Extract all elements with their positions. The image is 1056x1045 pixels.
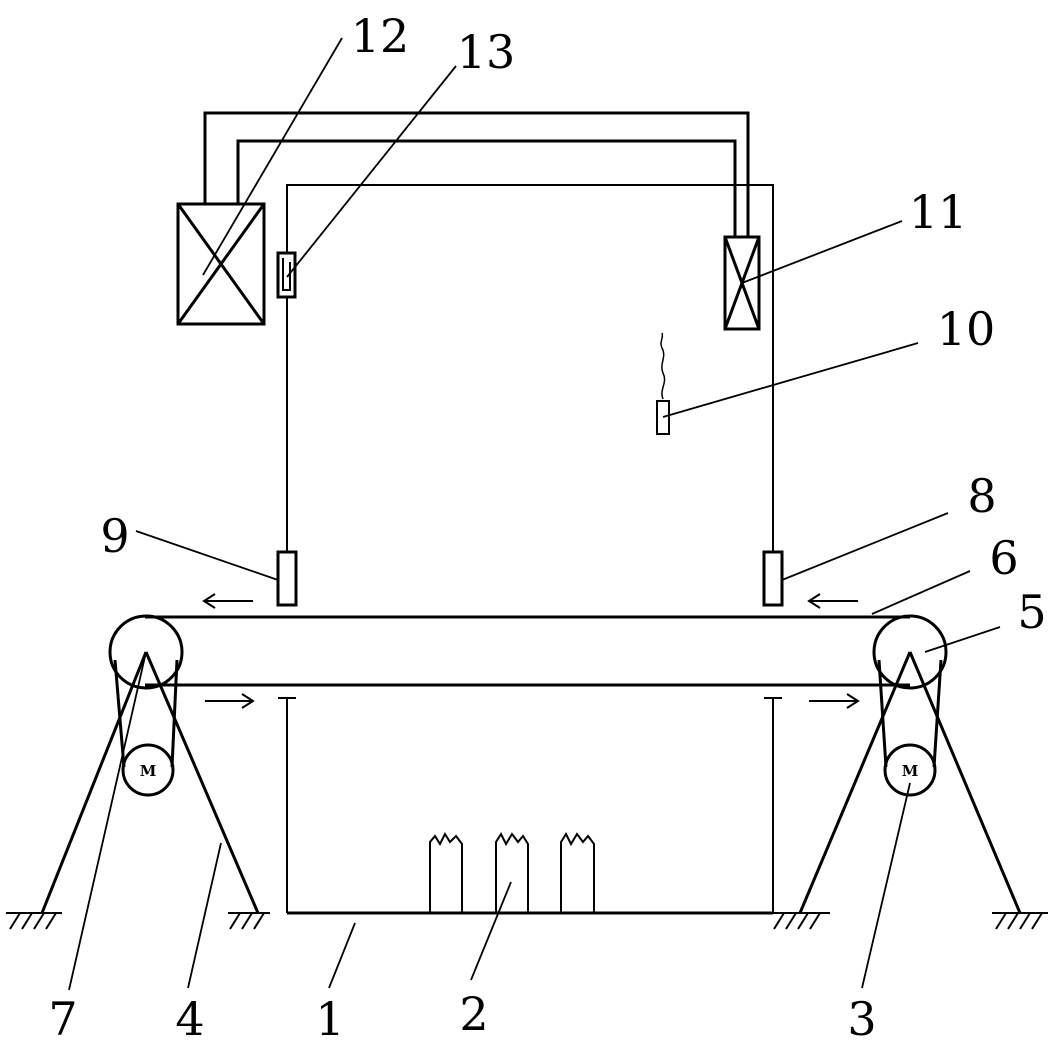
sample-2a <box>429 831 463 913</box>
element-13 <box>276 251 297 299</box>
support-right <box>798 651 1022 914</box>
label-9: 9 <box>100 509 129 563</box>
wire-inner <box>286 184 774 552</box>
arrow-bottom-left <box>205 693 255 709</box>
support-left-4 <box>40 651 260 914</box>
ground-hatch-1 <box>6 912 62 930</box>
motor-left-symbol: M <box>140 762 157 780</box>
drive-belt-left <box>113 659 179 768</box>
motor-left <box>121 743 175 797</box>
label-2: 2 <box>459 987 488 1041</box>
motor-right-symbol: M <box>902 762 919 780</box>
label-11: 11 <box>909 185 968 239</box>
ground-hatch-2 <box>228 912 270 930</box>
roller-right-5 <box>872 614 948 690</box>
sensor-8 <box>762 550 784 607</box>
label-1: 1 <box>315 992 344 1045</box>
label-7: 7 <box>48 992 77 1045</box>
arrow-bottom-right <box>809 693 860 709</box>
label-3: 3 <box>847 992 876 1045</box>
motor-right-3 <box>883 743 937 797</box>
leader-lines <box>68 37 1001 991</box>
sample-2b <box>495 831 529 913</box>
ground-hatch-4 <box>992 912 1048 930</box>
sample-2c <box>560 831 595 913</box>
arrow-top-right <box>807 593 858 609</box>
control-box-12 <box>176 202 266 326</box>
roller-left-7 <box>108 614 184 690</box>
drive-belt-right <box>877 659 943 768</box>
ground-hatch-3 <box>770 912 830 930</box>
arrow-top-left <box>202 593 253 609</box>
post-right <box>764 697 782 913</box>
probe-10 <box>656 332 670 435</box>
label-13: 13 <box>457 25 516 79</box>
wire-outer <box>203 111 750 237</box>
label-12: 12 <box>351 9 410 63</box>
label-4: 4 <box>175 992 204 1045</box>
wire-middle <box>236 139 737 237</box>
sensor-9 <box>276 550 298 607</box>
label-10: 10 <box>937 302 996 356</box>
label-6: 6 <box>989 531 1018 585</box>
post-left <box>278 697 296 913</box>
label-8: 8 <box>967 469 996 523</box>
label-5: 5 <box>1017 585 1046 639</box>
